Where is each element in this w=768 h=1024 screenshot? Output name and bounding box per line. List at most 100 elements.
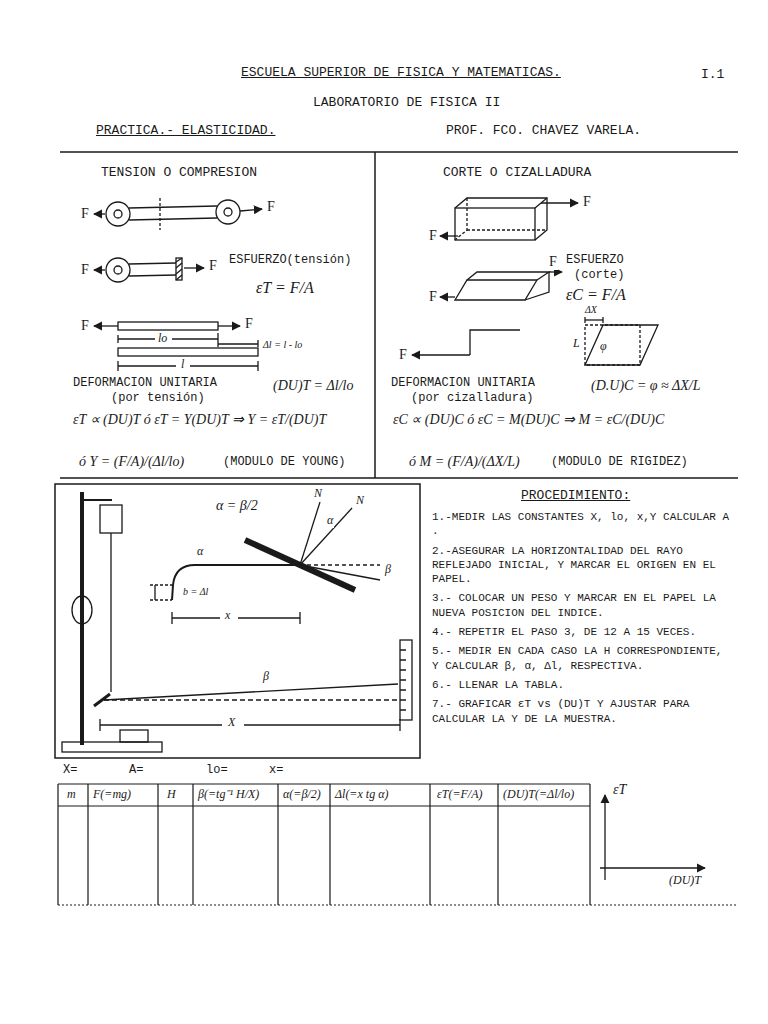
tension-drawing-part (129, 218, 217, 220)
strain-label: DEFORMACION UNITARIA (390, 377, 536, 391)
apparatus-drawing-part (80, 492, 84, 745)
dimension-label: x (224, 609, 231, 623)
tension-drawing-part (106, 202, 130, 226)
procedure-step: 5.- MEDIR EN CADA CASO LA H CORRESPONDIE… (432, 644, 732, 673)
constant-field: A= (128, 764, 144, 778)
constant-field: X= (62, 764, 78, 778)
lab-name: LABORATORIO DE FISICA II (312, 96, 501, 111)
tension-drawing-part (176, 258, 182, 280)
shear-drawing-part (455, 198, 547, 240)
apparatus-drawing-part (99, 719, 100, 731)
normal-label: N (355, 494, 365, 508)
apparatus-drawing-part (100, 724, 222, 725)
apparatus-drawing-part (55, 484, 420, 758)
angle-label: φ (599, 340, 608, 354)
shear-drawing-part (470, 330, 520, 355)
tension-drawing-part (224, 208, 232, 216)
stress-label: (corte) (573, 269, 625, 283)
dimension-label: X (227, 716, 236, 730)
sheet-number: I.1 (700, 68, 725, 83)
section-heading: CORTE O CIZALLADURA (442, 166, 592, 181)
apparatus-drawing-part (172, 565, 300, 600)
tension-drawing-part (216, 200, 240, 224)
shear-drawing-part (585, 319, 603, 320)
tension-drawing-part (118, 322, 218, 330)
procedure-list: 1.-MEDIR LAS CONSTANTES X, lo, x,Y CALCU… (432, 510, 732, 731)
tension-drawing-part (114, 266, 122, 274)
tension-drawing-part (218, 325, 240, 326)
force-label: F (80, 318, 90, 334)
strain-label: (por tensión) (110, 392, 206, 406)
normal-label: N (313, 487, 323, 501)
apparatus-drawing-part (100, 505, 122, 533)
force-label: F (266, 199, 276, 215)
apparatus-drawing-part (104, 684, 398, 700)
force-label: F (428, 228, 438, 244)
apparatus-drawing (55, 484, 420, 758)
strain-label: (por cizalladura) (410, 392, 534, 406)
shear-drawing-part (585, 325, 658, 365)
dimension-label: b = Δl (182, 586, 209, 598)
angle-label: β (384, 563, 392, 577)
formula: α = β/2 (215, 498, 259, 514)
apparatus-drawing-part (104, 699, 398, 700)
tension-drawing (94, 198, 262, 371)
table-header: β(=tg⁻¹ H/X) (197, 788, 260, 802)
tension-drawing-part (117, 361, 118, 371)
tension-drawing-part (129, 275, 176, 276)
formula: (DU)T = Δl/lo (272, 378, 354, 394)
shear-drawing-part (412, 354, 470, 355)
force-label: F (80, 262, 90, 278)
force-label: F (208, 258, 218, 274)
practice-name: PRACTICA.- ELASTICIDAD. (95, 124, 276, 139)
angle-label: β (262, 670, 270, 684)
tension-drawing-part (176, 258, 182, 262)
constant-field: x= (268, 764, 284, 778)
procedure-step: 7.- GRAFICAR εT vs (DU)T Y AJUSTAR PARA … (432, 697, 732, 726)
graph-axes-part (604, 795, 605, 880)
tension-drawing-part (257, 340, 258, 347)
tension-drawing-part (94, 269, 105, 270)
shear-drawing-part (549, 271, 562, 272)
apparatus-drawing-part (72, 596, 92, 624)
apparatus-drawing-part (399, 719, 400, 731)
tension-drawing-part (190, 365, 258, 366)
professor-name: PROF. FCO. CHAVEZ VARELA. (445, 124, 642, 139)
shear-drawing-part (584, 317, 585, 323)
force-label: F (80, 206, 90, 222)
shear-drawing-part (440, 235, 458, 236)
dimension-label: lo (157, 332, 168, 346)
tension-drawing-part (118, 365, 176, 366)
tension-drawing-part (218, 343, 258, 344)
constant-field: lo= (205, 764, 229, 778)
formula: ó Y = (F/A)/(Δl/lo) (78, 454, 185, 470)
angle-label: α (326, 514, 334, 528)
apparatus-drawing-part (150, 599, 172, 600)
force-label: F (548, 254, 558, 270)
apparatus-drawing-part (172, 617, 220, 618)
tension-drawing-part (172, 338, 218, 339)
apparatus-drawing-part (299, 612, 300, 624)
tension-drawing-part (118, 348, 258, 356)
modulus-name: (MODULO DE RIGIDEZ) (550, 456, 689, 470)
tension-drawing-part (159, 198, 160, 230)
angle-label: α (196, 545, 204, 559)
tension-drawing-part (118, 338, 155, 339)
formula: εT = F/A (255, 279, 315, 297)
dimension-label: L (572, 337, 581, 351)
apparatus-drawing-part (238, 617, 300, 618)
tension-drawing-part (114, 210, 122, 218)
school-title: ESCUELA SUPERIOR DE FISICA Y MATEMATICAS… (240, 66, 562, 81)
procedure-step: 1.-MEDIR LAS CONSTANTES X, lo, x,Y CALCU… (432, 510, 732, 539)
force-label: F (428, 289, 438, 305)
shear-drawing-part (467, 272, 549, 280)
shear-drawing-part (455, 280, 537, 300)
apparatus-drawing-part (300, 502, 320, 565)
tension-drawing-part (117, 335, 118, 343)
apparatus-drawing-part (400, 640, 412, 720)
shear-drawing-part (525, 272, 549, 300)
force-label: F (582, 194, 592, 210)
tension-drawing-part (217, 333, 218, 347)
apparatus-drawing-part (300, 564, 380, 565)
